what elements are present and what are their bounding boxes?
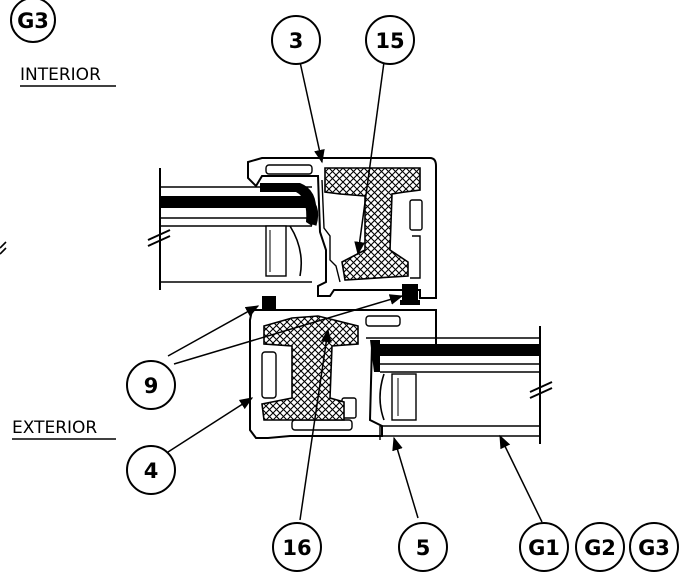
callout-g3-text: G3: [638, 536, 670, 560]
callout-3: 3: [271, 15, 321, 65]
upper-glazing-gasket: [260, 183, 319, 226]
interior-label-text: INTERIOR: [20, 65, 101, 85]
upper-seal: [400, 284, 420, 305]
callout-g3-top: G3: [10, 0, 56, 43]
callout-9-text: 9: [144, 374, 159, 398]
callout-g2: G2: [575, 522, 625, 572]
callout-15: 15: [365, 15, 415, 65]
callout-g3-top-text: G3: [17, 9, 49, 33]
callout-5-text: 5: [416, 536, 431, 560]
callout-5: 5: [398, 522, 448, 572]
callout-16-text: 16: [282, 536, 311, 560]
callout-g2-text: G2: [584, 536, 616, 560]
exterior-label: EXTERIOR: [12, 418, 116, 440]
callout-4-text: 4: [144, 459, 159, 483]
callout-3-text: 3: [289, 29, 304, 53]
leader-lines: [167, 61, 543, 523]
callout-16: 16: [272, 522, 322, 572]
upper-reinforcement: [324, 167, 421, 281]
upper-glazing-unit: [147, 168, 312, 290]
callout-g3: G3: [629, 522, 679, 572]
callout-9: 9: [126, 360, 176, 410]
left-break-mark: [0, 241, 7, 255]
callout-g1: G1: [519, 522, 569, 572]
lower-glazing-unit: [366, 326, 553, 444]
callout-g1-text: G1: [528, 536, 560, 560]
exterior-label-text: EXTERIOR: [12, 418, 97, 438]
interior-label: INTERIOR: [20, 65, 116, 87]
callout-15-text: 15: [375, 29, 404, 53]
callout-4: 4: [126, 445, 176, 495]
lower-reinforcement: [261, 315, 359, 421]
